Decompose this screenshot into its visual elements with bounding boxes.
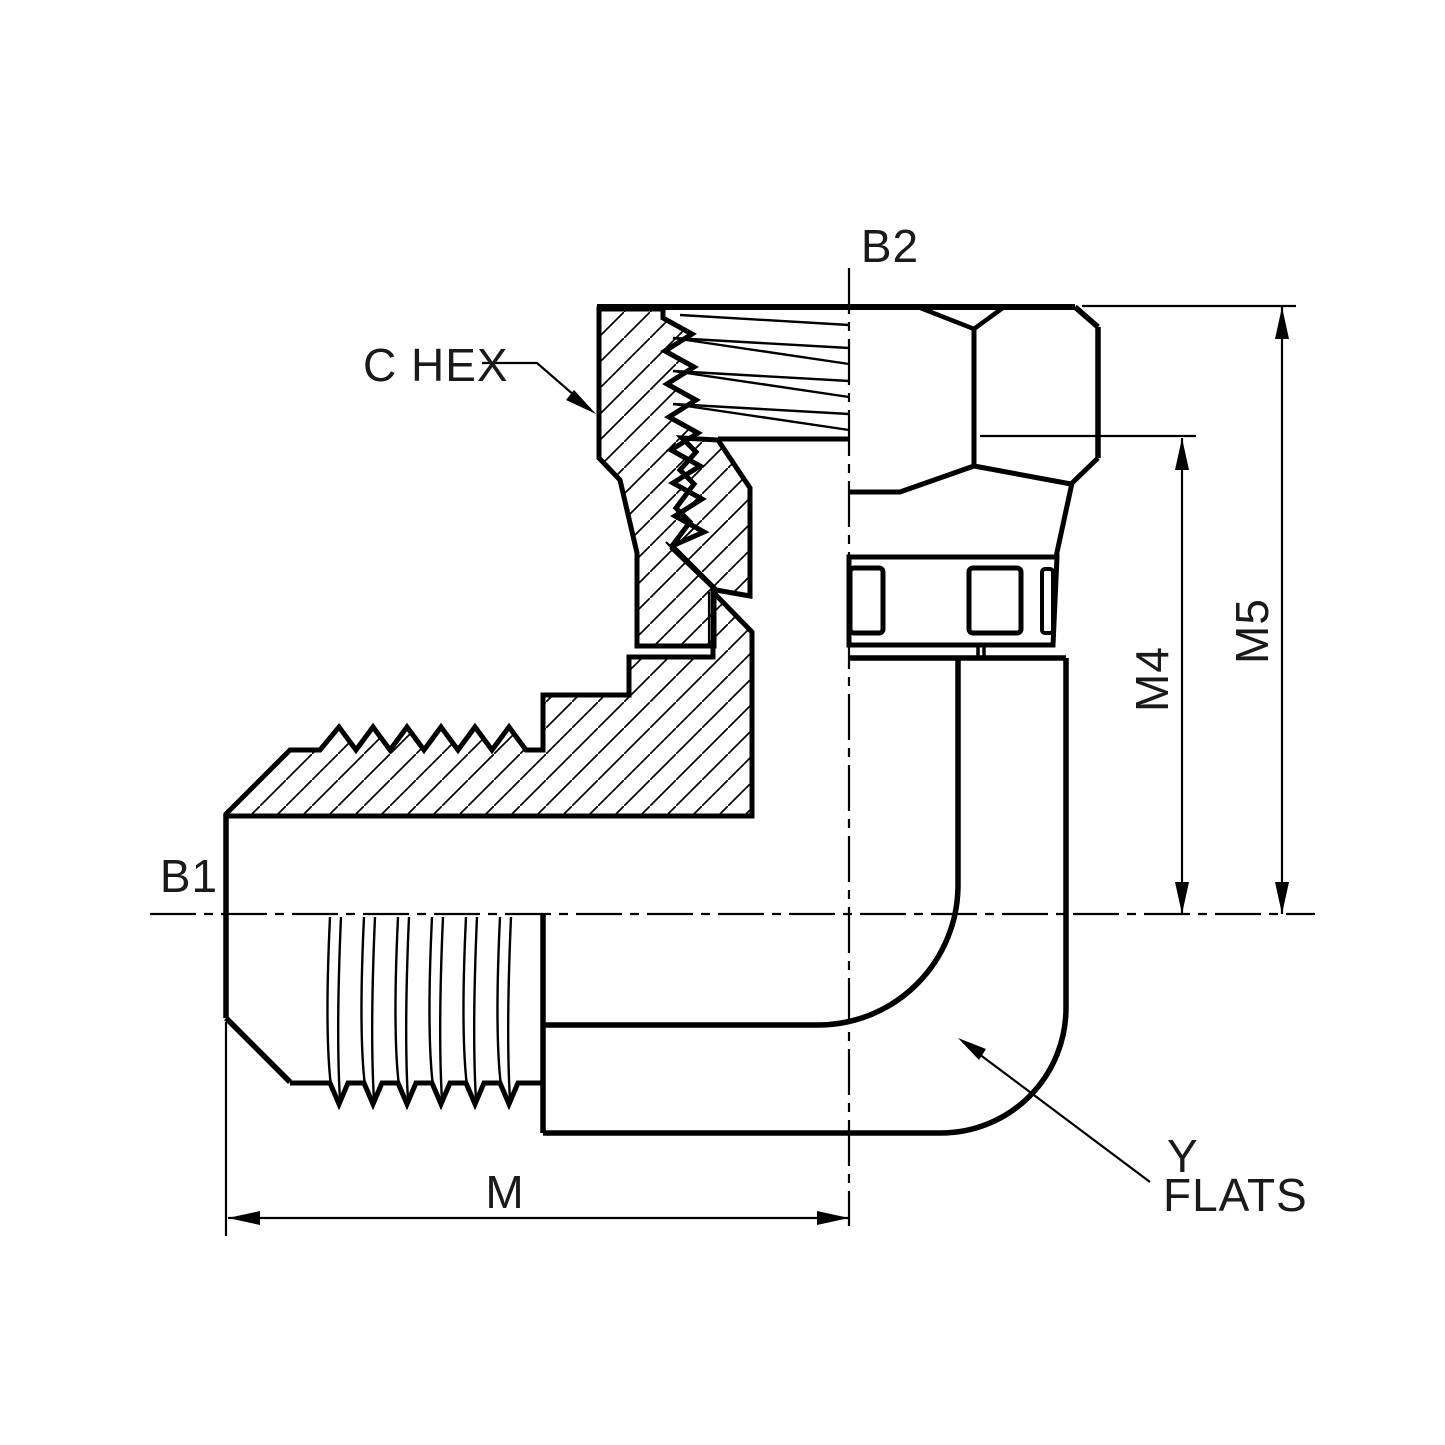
label-b2: B2 [861, 220, 919, 272]
collar-window [966, 565, 1024, 636]
hex-bottom-right-chamfer [1069, 456, 1100, 486]
label-m: M [485, 1166, 524, 1218]
label-flats: FLATS [1163, 1169, 1308, 1221]
label-b1: B1 [160, 850, 218, 902]
m5-arrow-up [1275, 307, 1289, 339]
nipple-tip-section [668, 435, 753, 599]
elbow-inner-radius [817, 884, 961, 1028]
labels-group: B1 B2 C HEX M M4 M5 Y FLATS [160, 220, 1308, 1221]
dimension-arrows-group [228, 307, 1289, 1225]
centerlines-group [150, 268, 1315, 1226]
male-flare-chamfer [224, 1016, 292, 1084]
collar-window-partial [1040, 567, 1055, 635]
label-c-hex: C HEX [363, 339, 509, 391]
m4-arrow-up [1175, 438, 1189, 470]
label-m5: M5 [1226, 598, 1278, 664]
label-m4: M4 [1126, 646, 1178, 712]
nut-thread-lines [672, 313, 850, 432]
body-section [223, 585, 755, 819]
nut-thread-group [665, 313, 850, 645]
m4-arrow-down [1175, 882, 1189, 914]
c-hex-arrowhead [566, 390, 596, 414]
m-arrow-left [228, 1211, 260, 1225]
male-thread-flanks [326, 916, 513, 1101]
y-flats-arrowhead [958, 1038, 986, 1060]
label-y: Y [1167, 1130, 1199, 1182]
hex-top-right-chamfer [1073, 304, 1100, 330]
dimensions-group [224, 304, 1296, 1236]
m5-arrow-down [1275, 882, 1289, 914]
collar-window [847, 565, 886, 636]
y-flats-leader [962, 1041, 1151, 1183]
m-arrow-right [817, 1211, 849, 1225]
male-thread-crest-profile [290, 1080, 543, 1111]
elbow-outer-radius [940, 1007, 1069, 1136]
nut-skirt-taper [1053, 482, 1075, 558]
collar-group [846, 554, 1060, 659]
seat-cone-gap-line [665, 541, 711, 587]
hex-bottom-edge [849, 463, 1072, 495]
hex-top-chamfer [917, 304, 1006, 332]
male-end-group [223, 814, 543, 1111]
